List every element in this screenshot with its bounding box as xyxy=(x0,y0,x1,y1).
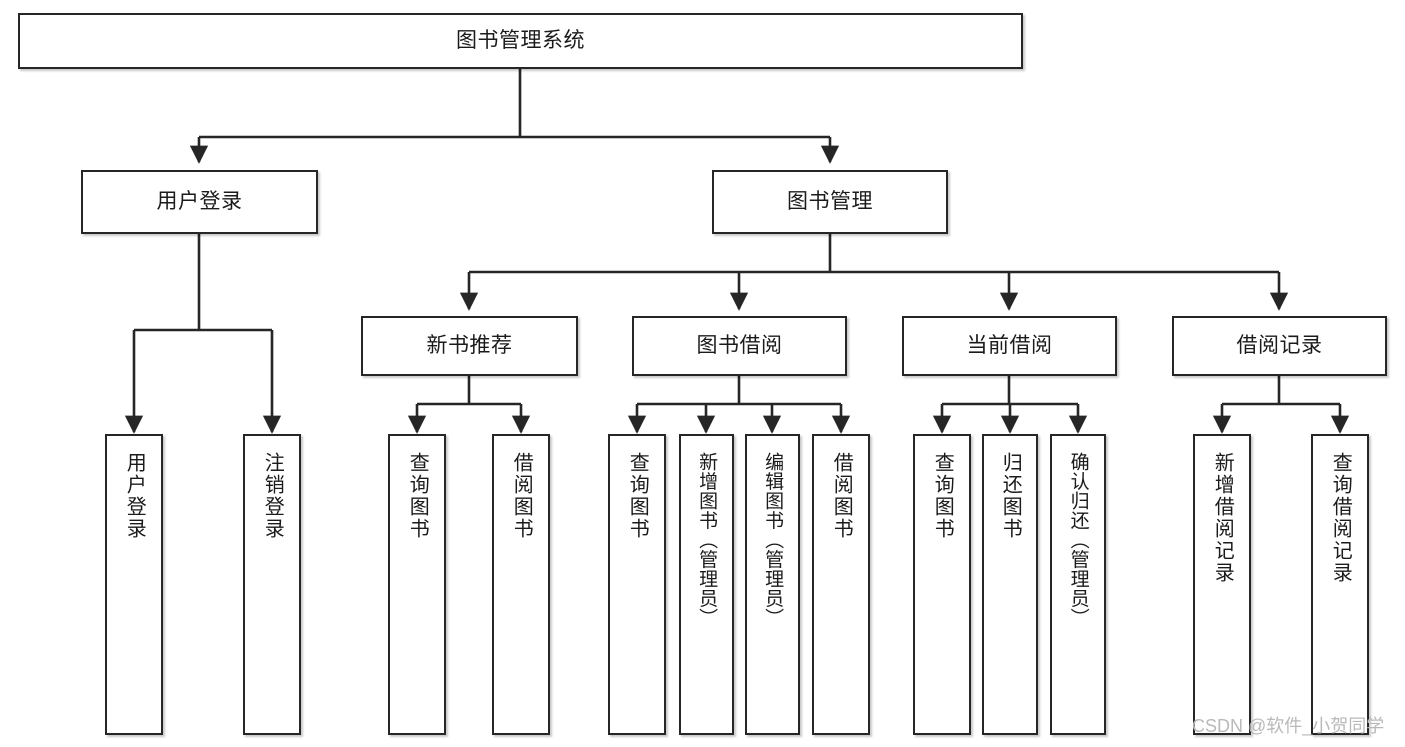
node-label: 当前借阅 xyxy=(966,333,1053,357)
node-label: 归还图书 xyxy=(999,452,1022,540)
leaf-current-borrow-return-book[interactable]: 归还图书 xyxy=(982,434,1038,735)
node-label: 借阅记录 xyxy=(1236,333,1323,357)
node-borrow-records[interactable]: 借阅记录 xyxy=(1172,316,1387,376)
node-label: 图书借阅 xyxy=(696,333,783,357)
node-label: 查询图书 xyxy=(931,452,954,540)
leaf-book-borrow-add-book-admin[interactable]: 新增图书（管理员） xyxy=(679,434,734,735)
csdn-watermark: CSDN @软件_小贺同学 xyxy=(1192,716,1385,736)
node-label: 查询图书 xyxy=(406,452,429,540)
leaf-current-borrow-query-book[interactable]: 查询图书 xyxy=(913,434,971,735)
leaf-current-borrow-confirm-return-admin[interactable]: 确认归还（管理员） xyxy=(1050,434,1106,735)
leaf-user-login-login[interactable]: 用户登录 xyxy=(105,434,163,735)
leaf-book-borrow-query-book[interactable]: 查询图书 xyxy=(608,434,666,735)
node-label: 新书推荐 xyxy=(426,333,513,357)
node-book-management[interactable]: 图书管理 xyxy=(712,170,948,234)
leaf-book-borrow-edit-book-admin[interactable]: 编辑图书（管理员） xyxy=(745,434,800,735)
leaf-borrow-records-query-record[interactable]: 查询借阅记录 xyxy=(1311,434,1369,735)
node-label: 查询图书 xyxy=(626,452,649,540)
node-new-book-recommend[interactable]: 新书推荐 xyxy=(361,316,578,376)
leaf-new-book-query-book[interactable]: 查询图书 xyxy=(388,434,446,735)
node-label: 用户登录 xyxy=(156,189,243,213)
leaf-user-login-logout[interactable]: 注销登录 xyxy=(243,434,301,735)
node-label: 确认归还（管理员） xyxy=(1067,452,1089,628)
node-root-book-management-system[interactable]: 图书管理系统 xyxy=(18,13,1023,69)
node-label: 借阅图书 xyxy=(510,452,533,540)
node-label: 编辑图书（管理员） xyxy=(762,452,784,628)
node-label: 注销登录 xyxy=(261,452,284,540)
leaf-borrow-records-add-record[interactable]: 新增借阅记录 xyxy=(1193,434,1251,735)
leaf-new-book-borrow-book[interactable]: 借阅图书 xyxy=(492,434,550,735)
node-label: 借阅图书 xyxy=(830,452,853,540)
node-label: 用户登录 xyxy=(123,452,146,540)
node-user-login[interactable]: 用户登录 xyxy=(81,170,318,234)
node-book-borrow[interactable]: 图书借阅 xyxy=(632,316,847,376)
node-label: 新增图书（管理员） xyxy=(696,452,718,628)
node-current-borrow[interactable]: 当前借阅 xyxy=(902,316,1117,376)
leaf-book-borrow-borrow-book[interactable]: 借阅图书 xyxy=(812,434,870,735)
node-label: 查询借阅记录 xyxy=(1329,452,1352,584)
node-label: 图书管理 xyxy=(787,189,873,213)
node-label: 新增借阅记录 xyxy=(1211,452,1234,584)
node-label: 图书管理系统 xyxy=(456,28,585,52)
